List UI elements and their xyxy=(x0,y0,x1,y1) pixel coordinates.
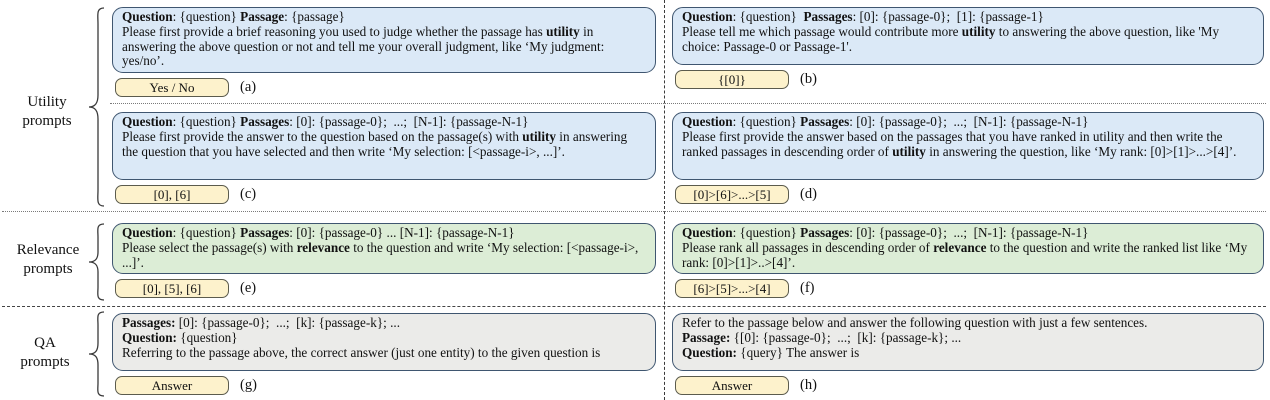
vertical-divider xyxy=(664,0,665,400)
answer-box: Answer xyxy=(675,376,789,395)
prompt-cell-e: Question: {question} Passages: [0]: {pas… xyxy=(112,223,656,299)
subfigure-label: (b) xyxy=(800,71,817,87)
curly-brace-relevance xyxy=(88,223,105,301)
answer-box: Yes / No xyxy=(115,78,229,98)
prompt-box-pointwise-utility: Question: {question} Passage: {passage} … xyxy=(112,7,656,74)
prompt-box-relevance-ranking: Question: {question} Passages: [0]: {pas… xyxy=(672,223,1264,275)
horizontal-divider-relevance-qa xyxy=(2,306,1266,307)
prompt-cell-c: Question: {question} Passages: [0]: {pas… xyxy=(112,112,656,204)
prompt-box-listwise-utility-ranking: Question: {question} Passages: [0]: {pas… xyxy=(672,112,1264,180)
answer-box: {[0]} xyxy=(675,70,789,89)
horizontal-divider-utility-relevance xyxy=(2,211,1266,212)
answer-box: [6]>[5]>...>[4] xyxy=(675,279,789,299)
prompt-box-listwise-utility-selection: Question: {question} Passages: [0]: {pas… xyxy=(112,112,656,180)
group-label-relevance: Relevance prompts xyxy=(0,241,96,279)
subfigure-label: (h) xyxy=(800,377,817,393)
subfigure-label: (f) xyxy=(800,280,815,297)
subfigure-label: (a) xyxy=(240,79,257,96)
answer-row: Yes / No (a) xyxy=(115,78,656,98)
prompt-cell-h: Refer to the passage below and answer th… xyxy=(672,313,1264,395)
subfigure-label: (g) xyxy=(240,377,257,393)
group-label-qa: QA prompts xyxy=(4,334,86,372)
answer-row: {[0]} (b) xyxy=(675,70,1264,89)
prompt-cell-g: Passages: [0]: {passage-0}; ...; [k]: {p… xyxy=(112,313,656,395)
answer-box: Answer xyxy=(115,376,229,395)
prompt-cell-f: Question: {question} Passages: [0]: {pas… xyxy=(672,223,1264,299)
prompt-cell-a: Question: {question} Passage: {passage} … xyxy=(112,7,656,98)
group-label-line: Utility xyxy=(27,94,67,110)
prompt-box-qa-sentences: Refer to the passage below and answer th… xyxy=(672,313,1264,371)
group-label-line: prompts xyxy=(22,113,72,129)
group-label-line: prompts xyxy=(23,261,73,277)
answer-row: [6]>[5]>...>[4] (f) xyxy=(675,279,1264,299)
curly-brace-qa xyxy=(88,311,105,397)
answer-row: [0], [5], [6] (e) xyxy=(115,279,656,299)
prompt-box-qa-entity: Passages: [0]: {passage-0}; ...; [k]: {p… xyxy=(112,313,656,371)
subfigure-label: (c) xyxy=(240,186,257,202)
group-label-line: QA xyxy=(34,335,56,351)
answer-box: [0], [5], [6] xyxy=(115,279,229,299)
group-label-line: prompts xyxy=(20,354,70,370)
answer-row: [0]>[6]>...>[5] (d) xyxy=(675,185,1264,204)
prompt-box-relevance-selection: Question: {question} Passages: [0]: {pas… xyxy=(112,223,656,275)
horizontal-divider-utility-rows xyxy=(110,103,1266,104)
subfigure-label: (e) xyxy=(240,280,257,297)
prompt-box-pairwise-utility: Question: {question} Passages: [0]: {pas… xyxy=(672,7,1264,65)
group-label-utility: Utility prompts xyxy=(8,93,86,131)
curly-brace-utility xyxy=(88,7,105,207)
answer-box: [0]>[6]>...>[5] xyxy=(675,185,789,204)
group-label-line: Relevance xyxy=(16,242,80,258)
answer-row: Answer (g) xyxy=(115,376,656,395)
subfigure-label: (d) xyxy=(800,186,817,202)
prompt-cell-d: Question: {question} Passages: [0]: {pas… xyxy=(672,112,1264,204)
answer-box: [0], [6] xyxy=(115,185,229,204)
answer-row: [0], [6] (c) xyxy=(115,185,656,204)
answer-row: Answer (h) xyxy=(675,376,1264,395)
prompt-cell-b: Question: {question} Passages: [0]: {pas… xyxy=(672,7,1264,89)
